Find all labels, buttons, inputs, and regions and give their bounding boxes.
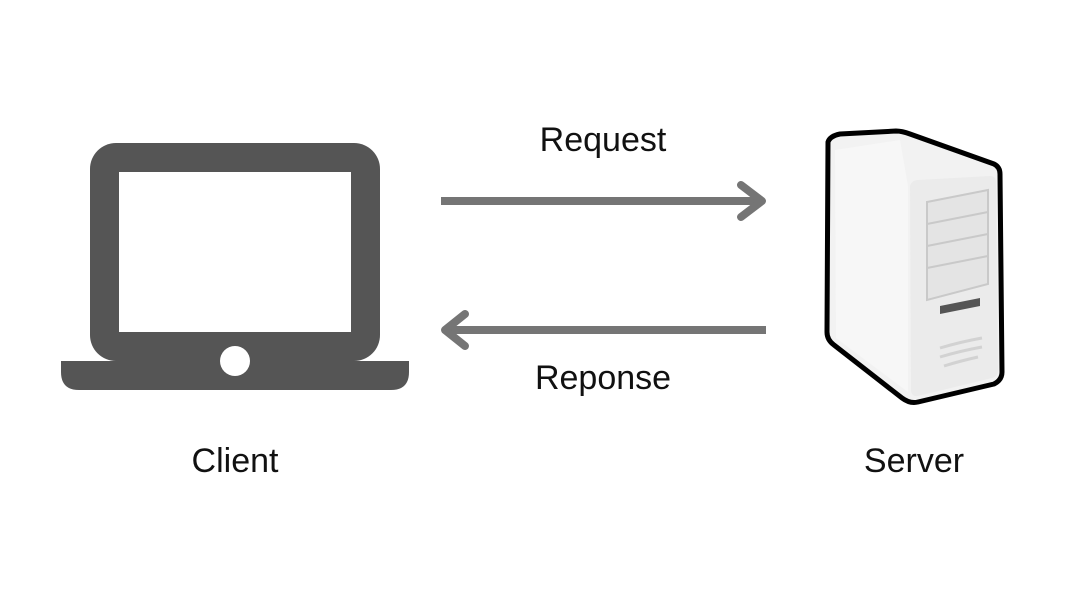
response-label: Reponse <box>534 359 672 397</box>
server-label: Server <box>863 442 965 480</box>
client-label: Client <box>191 442 279 480</box>
request-label: Request <box>539 121 667 159</box>
